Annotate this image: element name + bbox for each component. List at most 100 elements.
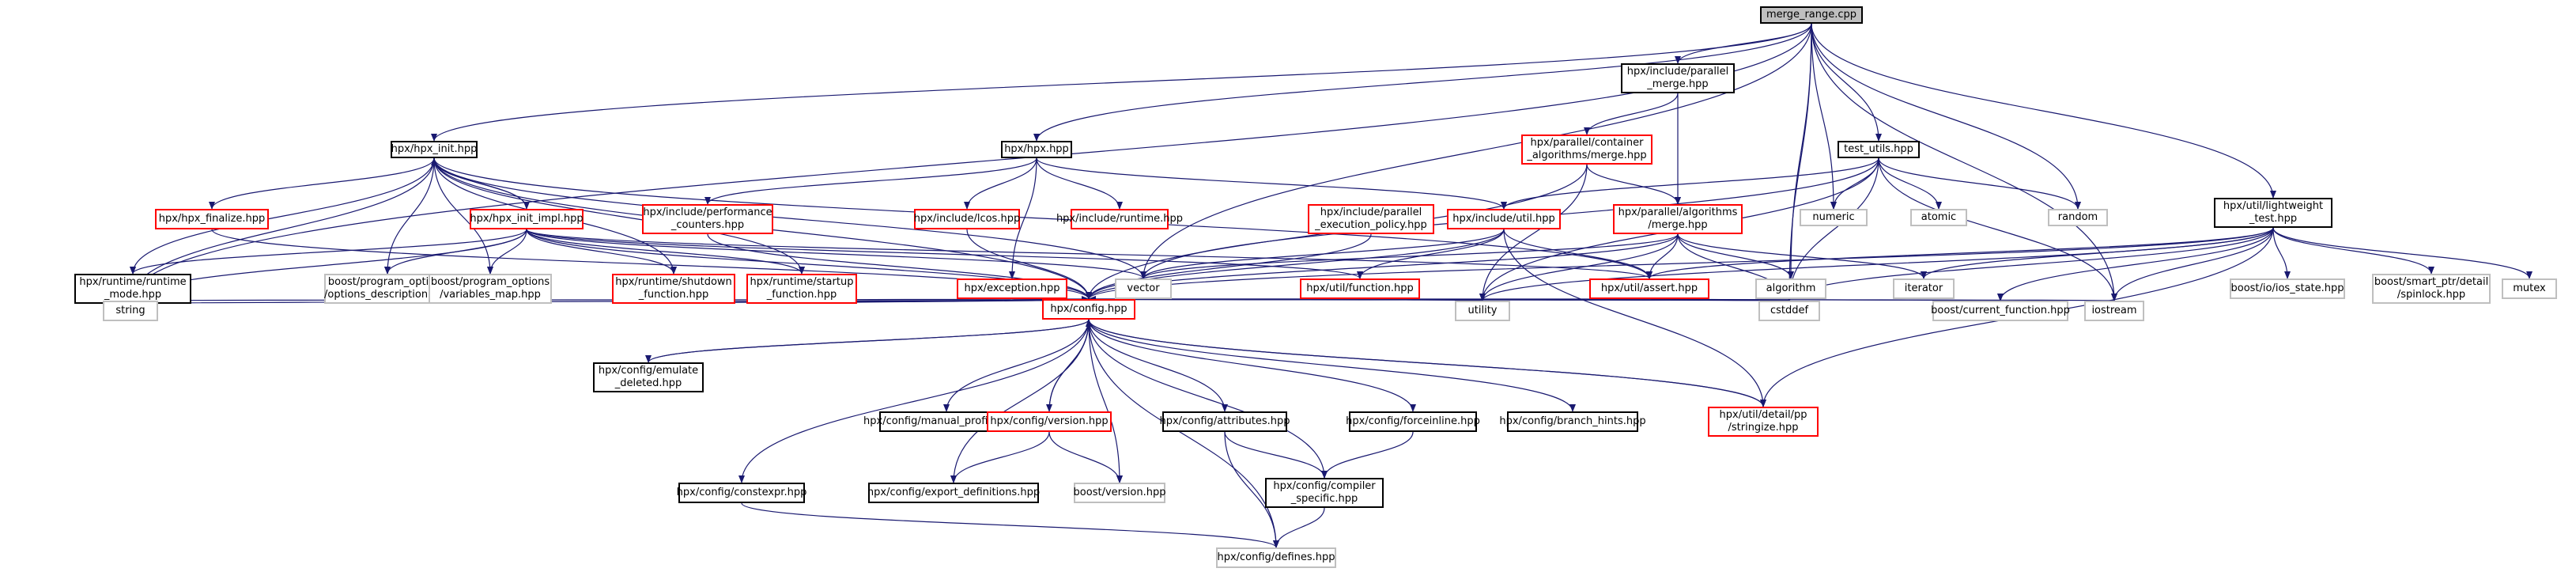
edge-root-to-hpxinit <box>431 23 1812 142</box>
edge-hpxinit-to-optdesc <box>384 157 435 275</box>
node-emulate-deleted-hpp[interactable]: hpx/config/emulate _deleted.hpp <box>593 362 704 392</box>
node-test-utils-hpp[interactable]: test_utils.hpp <box>1838 141 1920 158</box>
edge-testutils-to-random <box>1878 157 2081 210</box>
node-algorithm: algorithm <box>1755 278 1826 299</box>
node-compiler-specific-hpp[interactable]: hpx/config/compiler _specific.hpp <box>1265 478 1384 508</box>
node-config-constexpr-hpp[interactable]: hpx/config/constexpr.hpp <box>677 483 806 503</box>
edge-cmerge-to-utility <box>1479 164 1588 301</box>
node-hpx-config-hpp[interactable]: hpx/config.hpp <box>1042 299 1135 320</box>
edge-lwtest-to-iosstate <box>2272 227 2291 279</box>
edge-initimpl-to-assert <box>526 229 1652 279</box>
edge-lwtest-to-assert <box>1646 227 2274 279</box>
node-string: string <box>103 301 158 321</box>
edge-stringize-to-config <box>1086 319 1764 407</box>
node-config-forceinline-hpp[interactable]: hpx/config/forceinline.hpp <box>1346 411 1480 432</box>
node-lightweight-test-hpp[interactable]: hpx/util/lightweight _test.hpp <box>2214 198 2332 228</box>
node-numeric: numeric <box>1800 209 1868 226</box>
edge-version-to-exportdef <box>950 431 1050 483</box>
edge-lcos-to-config <box>966 229 1092 300</box>
edge-initimpl-to-hpxinit <box>431 157 527 210</box>
edge-initimpl-to-shutdown <box>526 229 677 275</box>
edge-hpxinit-to-finalize <box>209 157 435 210</box>
node-util-assert-hpp[interactable]: hpx/util/assert.hpp <box>1589 278 1709 299</box>
node-atomic: atomic <box>1910 209 1967 226</box>
node-algorithms-merge-hpp[interactable]: hpx/parallel/algorithms /merge.hpp <box>1613 204 1743 234</box>
edge-config-to-forceinl <box>1088 319 1416 412</box>
node-hpx-hpp[interactable]: hpx/hpx.hpp <box>1001 141 1072 158</box>
edge-initimpl-to-function <box>526 229 1363 279</box>
edge-algmerge-to-vector <box>1140 233 1679 279</box>
edge-hpxinit-to-vector <box>433 157 1146 279</box>
node-config-export-definitions-hpp[interactable]: hpx/config/export_definitions.hpp <box>867 483 1040 503</box>
edge-initimpl-to-varmap <box>487 229 527 275</box>
node-exception-hpp[interactable]: hpx/exception.hpp <box>957 278 1067 299</box>
edge-cmerge-to-algmerge <box>1586 164 1681 205</box>
node-config-version-hpp[interactable]: hpx/config/version.hpp <box>987 411 1112 432</box>
edge-incutil-to-vector <box>1140 229 1505 279</box>
node-startup-function-hpp[interactable]: hpx/runtime/startup _function.hpp <box>746 274 857 304</box>
edge-emulate-to-config <box>648 319 1092 363</box>
node-spinlock-hpp: boost/smart_ptr/detail /spinlock.hpp <box>2372 274 2491 304</box>
edge-hpxhpp-to-perfc <box>704 157 1037 205</box>
node-boost-version-hpp: boost/version.hpp <box>1074 483 1165 503</box>
edge-config-to-constexpr <box>738 319 1090 483</box>
node-performance-counters-hpp[interactable]: hpx/include/performance _counters.hpp <box>642 204 773 234</box>
node-utility: utility <box>1455 301 1510 321</box>
node-hpx-init-hpp[interactable]: hpx/hpx_init.hpp <box>391 141 478 158</box>
edge-lwtest-to-mutex <box>2272 227 2533 279</box>
node-variables-map-hpp: boost/program_options /variables_map.hpp <box>429 274 552 304</box>
node-pp-stringize-hpp[interactable]: hpx/util/detail/pp /stringize.hpp <box>1708 407 1819 437</box>
edge-assert-to-cstddef <box>1649 293 1792 301</box>
node-lcos-hpp[interactable]: hpx/include/lcos.hpp <box>914 209 1020 229</box>
edge-config-to-attrib <box>1088 319 1228 412</box>
edge-algmerge-to-utility <box>1479 233 1679 301</box>
node-runtime-mode-hpp[interactable]: hpx/runtime/runtime _mode.hpp <box>74 274 191 304</box>
node-hpx-init-impl-hpp[interactable]: hpx/hpx_init_impl.hpp <box>470 209 584 229</box>
node-shutdown-function-hpp[interactable]: hpx/runtime/shutdown _function.hpp <box>612 274 735 304</box>
edge-config-to-compspec <box>1088 319 1328 479</box>
edge-hpxinit-to-assert <box>433 157 1652 279</box>
node-config-branch-hints-hpp[interactable]: hpx/config/branch_hints.hpp <box>1499 411 1646 432</box>
edge-parexec-to-config <box>1086 233 1372 300</box>
edge-incutil-to-stringize <box>1503 229 1766 407</box>
node-parallel-execution-policy-hpp[interactable]: hpx/include/parallel _execution_policy.h… <box>1308 204 1434 234</box>
node-random: random <box>2048 209 2108 226</box>
edge-hpxhpp-to-incutil <box>1036 157 1507 210</box>
edge-root-to-hpxhpp <box>1033 23 1812 142</box>
edge-incutil-to-function <box>1357 229 1505 279</box>
edge-attrib-to-compspec <box>1224 431 1328 479</box>
node-merge-range-cpp: merge_range.cpp <box>1760 6 1863 24</box>
edge-config-to-boostver <box>1088 319 1123 483</box>
edge-constexpr-to-defines <box>741 502 1279 548</box>
edge-forceinl-to-compspec <box>1321 431 1414 479</box>
edge-config-to-manprof <box>943 319 1090 412</box>
edge-initimpl-to-startup <box>526 229 805 275</box>
edge-root-to-numeric <box>1811 23 1837 210</box>
node-hpx-finalize-hpp[interactable]: hpx/hpx_finalize.hpp <box>155 209 269 229</box>
edge-pmerge-to-cmerge <box>1584 93 1679 135</box>
edge-lwtest-to-curfunc <box>1997 227 2274 301</box>
node-ios-state-hpp: boost/io/ios_state.hpp <box>2230 278 2345 299</box>
node-include-runtime-hpp[interactable]: hpx/include/runtime.hpp <box>1056 209 1183 229</box>
edge-testutils-to-incutil <box>1501 157 1879 210</box>
edge-version-to-config <box>1048 319 1092 412</box>
node-iterator: iterator <box>1893 278 1955 299</box>
edge-root-to-vector <box>1140 23 1812 279</box>
edge-testutils-to-atomic <box>1878 157 1942 210</box>
edge-hpxinit-to-varmap <box>433 157 493 275</box>
edge-testutils-to-iostream <box>1878 157 2117 301</box>
node-config-attributes-hpp[interactable]: hpx/config/attributes.hpp <box>1159 411 1290 432</box>
edge-lwtest-to-iostream <box>2111 227 2274 301</box>
edge-lwtest-to-iterator <box>1921 227 2274 279</box>
edge-config-to-branch <box>1088 319 1576 412</box>
edge-root-to-cstddef <box>1786 23 1812 301</box>
edge-initimpl-to-vector <box>526 229 1146 279</box>
edge-version-to-boostver <box>1048 431 1123 483</box>
node-container-algorithms-merge-hpp[interactable]: hpx/parallel/container _algorithms/merge… <box>1521 134 1652 165</box>
node-parallel-merge-hpp[interactable]: hpx/include/parallel _merge.hpp <box>1621 63 1735 93</box>
node-include-util-hpp[interactable]: hpx/include/util.hpp <box>1447 209 1561 229</box>
node-util-function-hpp[interactable]: hpx/util/function.hpp <box>1300 278 1420 299</box>
edge-algmerge-to-iterator <box>1677 233 1927 279</box>
node-cstddef: cstddef <box>1758 301 1820 321</box>
